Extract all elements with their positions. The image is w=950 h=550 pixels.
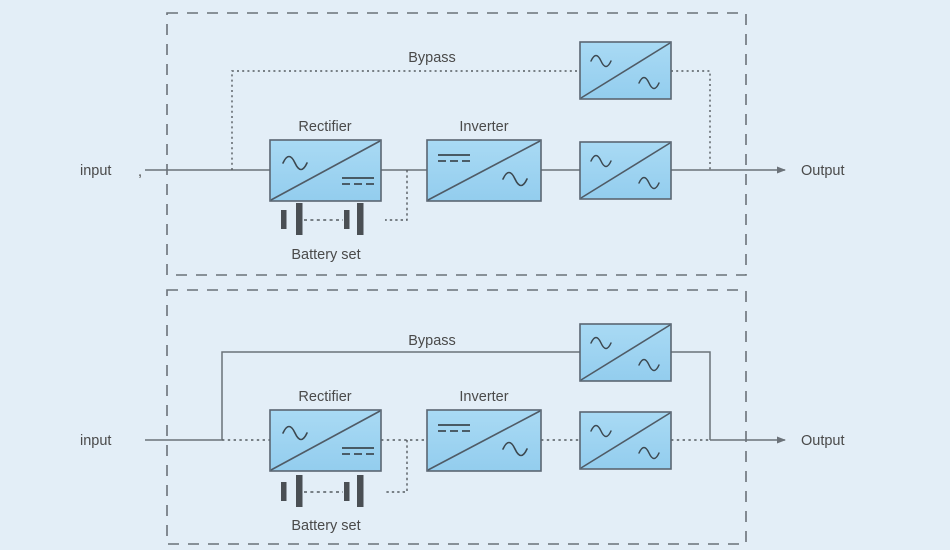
battery-plate-tall: [296, 475, 303, 507]
top-rectifier-diagonal: [270, 140, 381, 201]
ac-sine-icon: [638, 76, 660, 90]
top-battery-link-right: [385, 170, 408, 221]
panel-border-normal-mode: [166, 12, 747, 276]
dc-lines-icon: [438, 154, 470, 162]
dc-lines-icon: [342, 447, 374, 455]
bottom-rectifier-label: Rectifier: [298, 389, 351, 405]
battery-plate-short: [281, 482, 287, 501]
bottom-output-converter-block[interactable]: [579, 411, 672, 470]
bottom-bypass-converter-block[interactable]: [579, 323, 672, 382]
ac-sine-icon: [638, 358, 660, 372]
bottom-bypass-label: Bypass: [408, 333, 456, 349]
top-bypass-label: Bypass: [408, 50, 456, 66]
bottom-output-label: Output: [801, 433, 845, 449]
panel-normal-mode: Rectifier Inverter: [80, 12, 845, 276]
ac-sine-icon: [638, 446, 660, 460]
top-inverter-diagonal: [427, 140, 541, 201]
bottom-inverter-diagonal: [427, 410, 541, 471]
bottom-output-converter-diagonal: [580, 412, 671, 469]
top-inverter-label: Inverter: [459, 119, 508, 135]
top-battery-label: Battery set: [291, 247, 360, 263]
ac-sine-icon: [282, 155, 308, 171]
ac-sine-icon: [502, 441, 528, 457]
battery-plate-short: [344, 482, 350, 501]
bottom-rectifier-diagonal: [270, 410, 381, 471]
top-battery-set[interactable]: Battery set: [281, 203, 364, 263]
top-inverter-block[interactable]: Inverter: [426, 119, 542, 202]
battery-plate-tall: [357, 475, 364, 507]
ac-sine-icon: [590, 424, 612, 438]
top-bypass-converter-diagonal: [580, 42, 671, 99]
top-bypass-line-left: [231, 70, 580, 170]
ac-sine-icon: [590, 54, 612, 68]
battery-plate-short: [344, 210, 350, 229]
bottom-battery-set[interactable]: Battery set: [281, 475, 364, 534]
top-output-label: Output: [801, 163, 845, 179]
ac-sine-icon: [282, 425, 308, 441]
top-output-converter-block[interactable]: [579, 141, 672, 200]
dc-lines-icon: [438, 424, 470, 432]
bottom-battery-link-right: [385, 440, 408, 493]
panel-border-bypass-mode: [166, 289, 747, 545]
ac-sine-icon: [638, 176, 660, 190]
bottom-inverter-block[interactable]: Inverter: [426, 389, 542, 472]
top-input-label: input: [80, 163, 111, 179]
ac-sine-icon: [590, 336, 612, 350]
top-output-converter-diagonal: [580, 142, 671, 199]
battery-plate-short: [281, 210, 287, 229]
bottom-bypass-converter-diagonal: [580, 324, 671, 381]
bottom-input-label: input: [80, 433, 111, 449]
ac-sine-icon: [502, 171, 528, 187]
top-rectifier-label: Rectifier: [298, 119, 351, 135]
battery-plate-tall: [296, 203, 303, 235]
ac-sine-icon: [590, 154, 612, 168]
top-input-tick-mark: ,: [138, 164, 142, 180]
panel-bypass-mode: Rectifier Inverter: [80, 289, 845, 545]
bottom-battery-label: Battery set: [291, 518, 360, 534]
bottom-rectifier-block[interactable]: Rectifier: [269, 389, 382, 472]
dc-lines-icon: [342, 177, 374, 185]
top-bypass-line-right: [671, 70, 711, 170]
bottom-bypass-line-left: [221, 351, 580, 440]
top-rectifier-block[interactable]: Rectifier: [269, 119, 382, 202]
bottom-inverter-label: Inverter: [459, 389, 508, 405]
battery-plate-tall: [357, 203, 364, 235]
top-bypass-converter-block[interactable]: [579, 41, 672, 100]
bottom-bypass-line-right: [671, 351, 711, 440]
